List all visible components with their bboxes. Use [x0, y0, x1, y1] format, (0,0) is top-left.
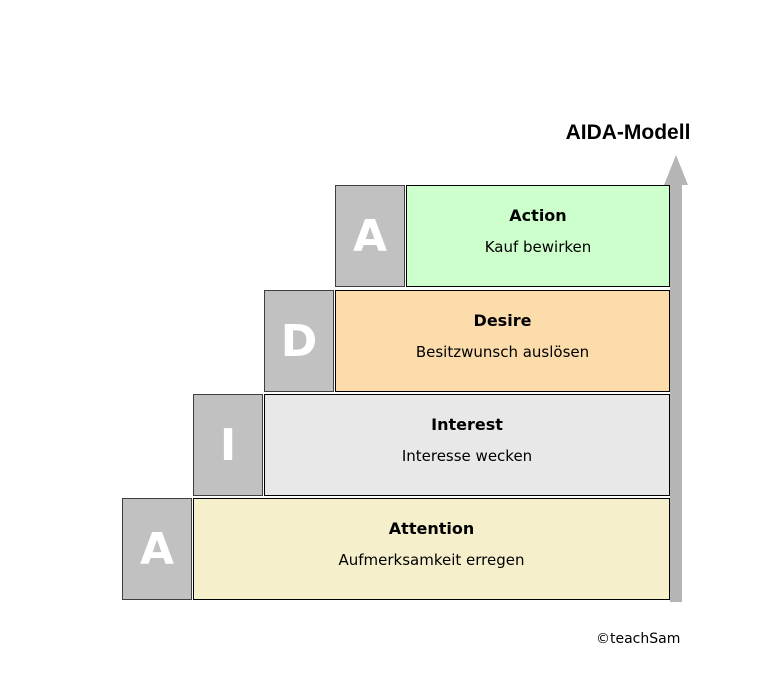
step-attention-letter-box: A [122, 498, 192, 600]
step-desire-description: Besitzwunsch auslösen [415, 343, 590, 361]
step-attention-content-box: Attention Aufmerksamkeit erregen [193, 498, 670, 600]
step-action-name: Action [509, 206, 567, 225]
step-interest-name: Interest [431, 415, 503, 434]
copyright: ©teachSam [596, 631, 681, 647]
step-desire-letter-box: D [264, 290, 334, 392]
step-action-description: Kauf bewirken [484, 238, 592, 256]
step-attention-name: Attention [388, 519, 475, 538]
step-action-content-box: Action Kauf bewirken [406, 185, 670, 287]
step-desire-content-box: Desire Besitzwunsch auslösen [335, 290, 670, 392]
step-action-letter-box: A [335, 185, 405, 287]
upward-arrow-head-icon [664, 155, 688, 185]
step-interest-description: Interesse wecken [401, 447, 533, 465]
step-attention-description: Aufmerksamkeit erregen [338, 551, 525, 569]
step-desire-name: Desire [473, 311, 532, 330]
step-interest-content-box: Interest Interesse wecken [264, 394, 670, 496]
step-interest-letter-box: I [193, 394, 263, 496]
upward-arrow-shaft [670, 182, 682, 602]
diagram-title: AIDA-Modell [565, 121, 691, 144]
